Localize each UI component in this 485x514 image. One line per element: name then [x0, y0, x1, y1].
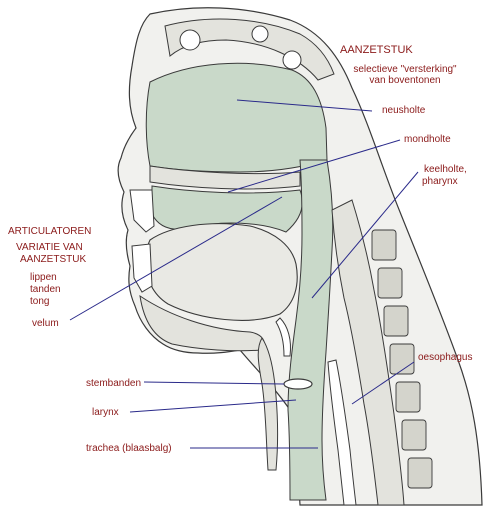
label-neusholte: neusholte	[382, 105, 425, 116]
vertebra	[396, 382, 420, 412]
header-subtitle-line2: van boventonen	[330, 75, 480, 86]
vertebra	[384, 306, 408, 336]
label-trachea: trachea (blaasbalg)	[86, 443, 172, 454]
vertebra	[402, 420, 426, 450]
header-subtitle-line1: selectieve "versterking"	[330, 64, 480, 75]
vocal-folds	[284, 379, 312, 389]
label-keelholte-line1: keelholte,	[424, 164, 467, 175]
articulators-title-line1: ARTICULATOREN	[8, 226, 91, 237]
vertebra	[408, 458, 432, 488]
vertebra	[390, 344, 414, 374]
articulator-item: tong	[30, 296, 49, 307]
articulator-item: tanden	[30, 284, 61, 295]
sinus-cell	[180, 30, 200, 50]
header-title: AANZETSTUK	[340, 44, 413, 56]
label-stembanden: stembanden	[86, 378, 141, 389]
label-keelholte-line2: pharynx	[422, 176, 458, 187]
sinus-cell	[283, 51, 301, 69]
label-velum: velum	[32, 318, 59, 329]
articulators-title-line3: AANZETSTUK	[20, 254, 86, 265]
label-oesophagus: oesophagus	[418, 352, 473, 363]
nasal-cavity	[146, 63, 327, 172]
vertebra	[372, 230, 396, 260]
label-larynx: larynx	[92, 407, 119, 418]
sinus-cell	[252, 26, 268, 42]
articulators-title-line2: VARIATIE VAN	[16, 242, 83, 253]
articulator-item: lippen	[30, 272, 57, 283]
vertebra	[378, 268, 402, 298]
label-mondholte: mondholte	[404, 134, 451, 145]
